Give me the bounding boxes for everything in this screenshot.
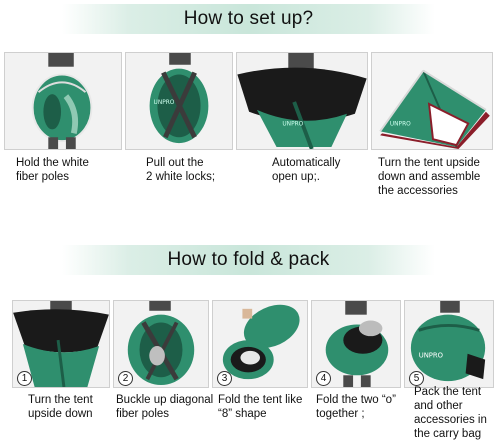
tent-upside-down-illustration — [13, 301, 109, 387]
fold-step-3-image: 3 — [212, 300, 308, 388]
fold-step-2-caption: Buckle up diagonal fiber poles — [116, 394, 214, 420]
setup-step-1-image — [4, 52, 122, 150]
fold-step-2-image: 2 — [113, 300, 209, 388]
fold-step-4-image: 4 — [311, 300, 401, 388]
fold-step-5-caption: Pack the tent and other accessories in t… — [414, 386, 487, 440]
fold-step-1-image: 1 — [12, 300, 110, 388]
fold-step-4-caption: Fold the two “o” together ; — [316, 394, 396, 420]
logo-text: UNPRO — [390, 121, 411, 127]
pull-out-locks-illustration: UNPRO — [126, 53, 232, 149]
step-number-2: 2 — [118, 371, 133, 386]
fold-title: How to fold & pack — [167, 249, 330, 270]
logo-text: UNPRO — [154, 100, 175, 106]
step-number-1: 1 — [17, 371, 32, 386]
setup-banner: How to set up? — [62, 4, 435, 34]
setup-step-3-caption: Automatically open up;. — [272, 157, 341, 183]
step-number-4: 4 — [316, 371, 331, 386]
setup-step-4-caption: Turn the tent upside down and assemble t… — [378, 157, 481, 197]
step-number-5: 5 — [409, 371, 424, 386]
setup-step-2-caption: Pull out the 2 white locks; — [146, 157, 216, 183]
fold-banner: How to fold & pack — [62, 245, 435, 275]
fold-step-5-image: UNPRO 5 — [404, 300, 494, 388]
person-holding-tent-illustration — [5, 53, 121, 149]
tent-opening-illustration: UNPRO — [237, 53, 367, 149]
setup-step-2-image: UNPRO — [125, 52, 233, 150]
step-number-3: 3 — [217, 371, 232, 386]
fold-step-1-caption: Turn the tent upside down — [28, 394, 93, 420]
setup-title: How to set up? — [183, 8, 314, 29]
setup-step-1-caption: Hold the white fiber poles — [16, 157, 89, 183]
logo-text: UNPRO — [419, 352, 443, 360]
setup-step-3-image: UNPRO — [236, 52, 368, 150]
setup-step-4-image: UNPRO — [371, 52, 493, 150]
assembled-tent-illustration: UNPRO — [372, 53, 492, 149]
fold-step-3-caption: Fold the tent like “8” shape — [218, 394, 303, 420]
logo-text: UNPRO — [282, 121, 303, 127]
